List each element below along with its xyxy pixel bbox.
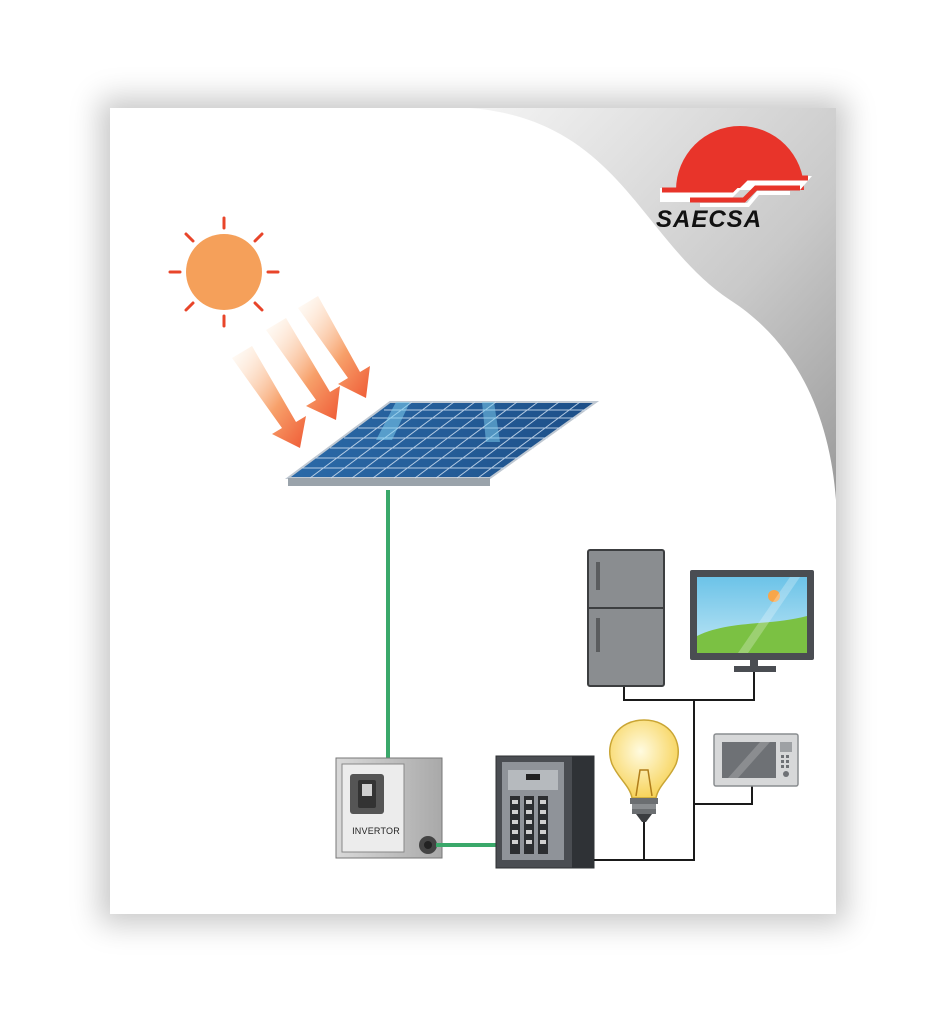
inverter-label: INVERTOR xyxy=(352,826,400,836)
breaker-panel-icon xyxy=(495,755,595,869)
ac-wire xyxy=(436,843,498,847)
light-bulb-icon xyxy=(609,719,679,822)
brand-name: SAECSA xyxy=(656,206,763,233)
dc-wire xyxy=(386,490,390,758)
television-icon xyxy=(690,570,814,672)
saecsa-logo xyxy=(660,126,812,207)
inverter-icon xyxy=(335,757,443,859)
microwave-icon xyxy=(713,733,799,787)
solar-panel-icon xyxy=(284,401,600,486)
load-wiring xyxy=(594,672,755,861)
sun-ray-arrows xyxy=(232,296,370,448)
sun-icon xyxy=(168,216,280,328)
refrigerator-icon xyxy=(587,549,665,687)
